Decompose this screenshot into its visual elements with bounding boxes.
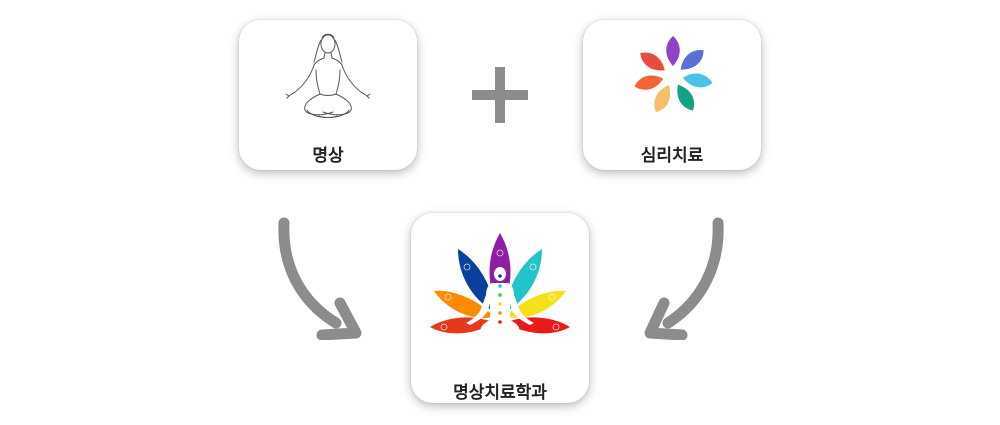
psychotherapy-label: 심리치료 [640, 146, 704, 166]
meditation-label: 명상 [312, 146, 344, 166]
petal-flower-icon [634, 36, 713, 113]
meditation-therapy-dept-card: 명상치료학과 [411, 213, 589, 403]
lotus-chakra-icon [430, 233, 570, 334]
psychotherapy-card: 심리치료 [583, 20, 761, 170]
curved-arrow-down-left-icon [644, 217, 724, 340]
meditation-card: 명상 [239, 20, 417, 170]
meditating-person-icon [285, 33, 371, 118]
plus-icon [472, 67, 528, 123]
meditation-therapy-dept-label: 명상치료학과 [453, 383, 547, 403]
curved-arrow-down-right-icon [278, 217, 362, 340]
